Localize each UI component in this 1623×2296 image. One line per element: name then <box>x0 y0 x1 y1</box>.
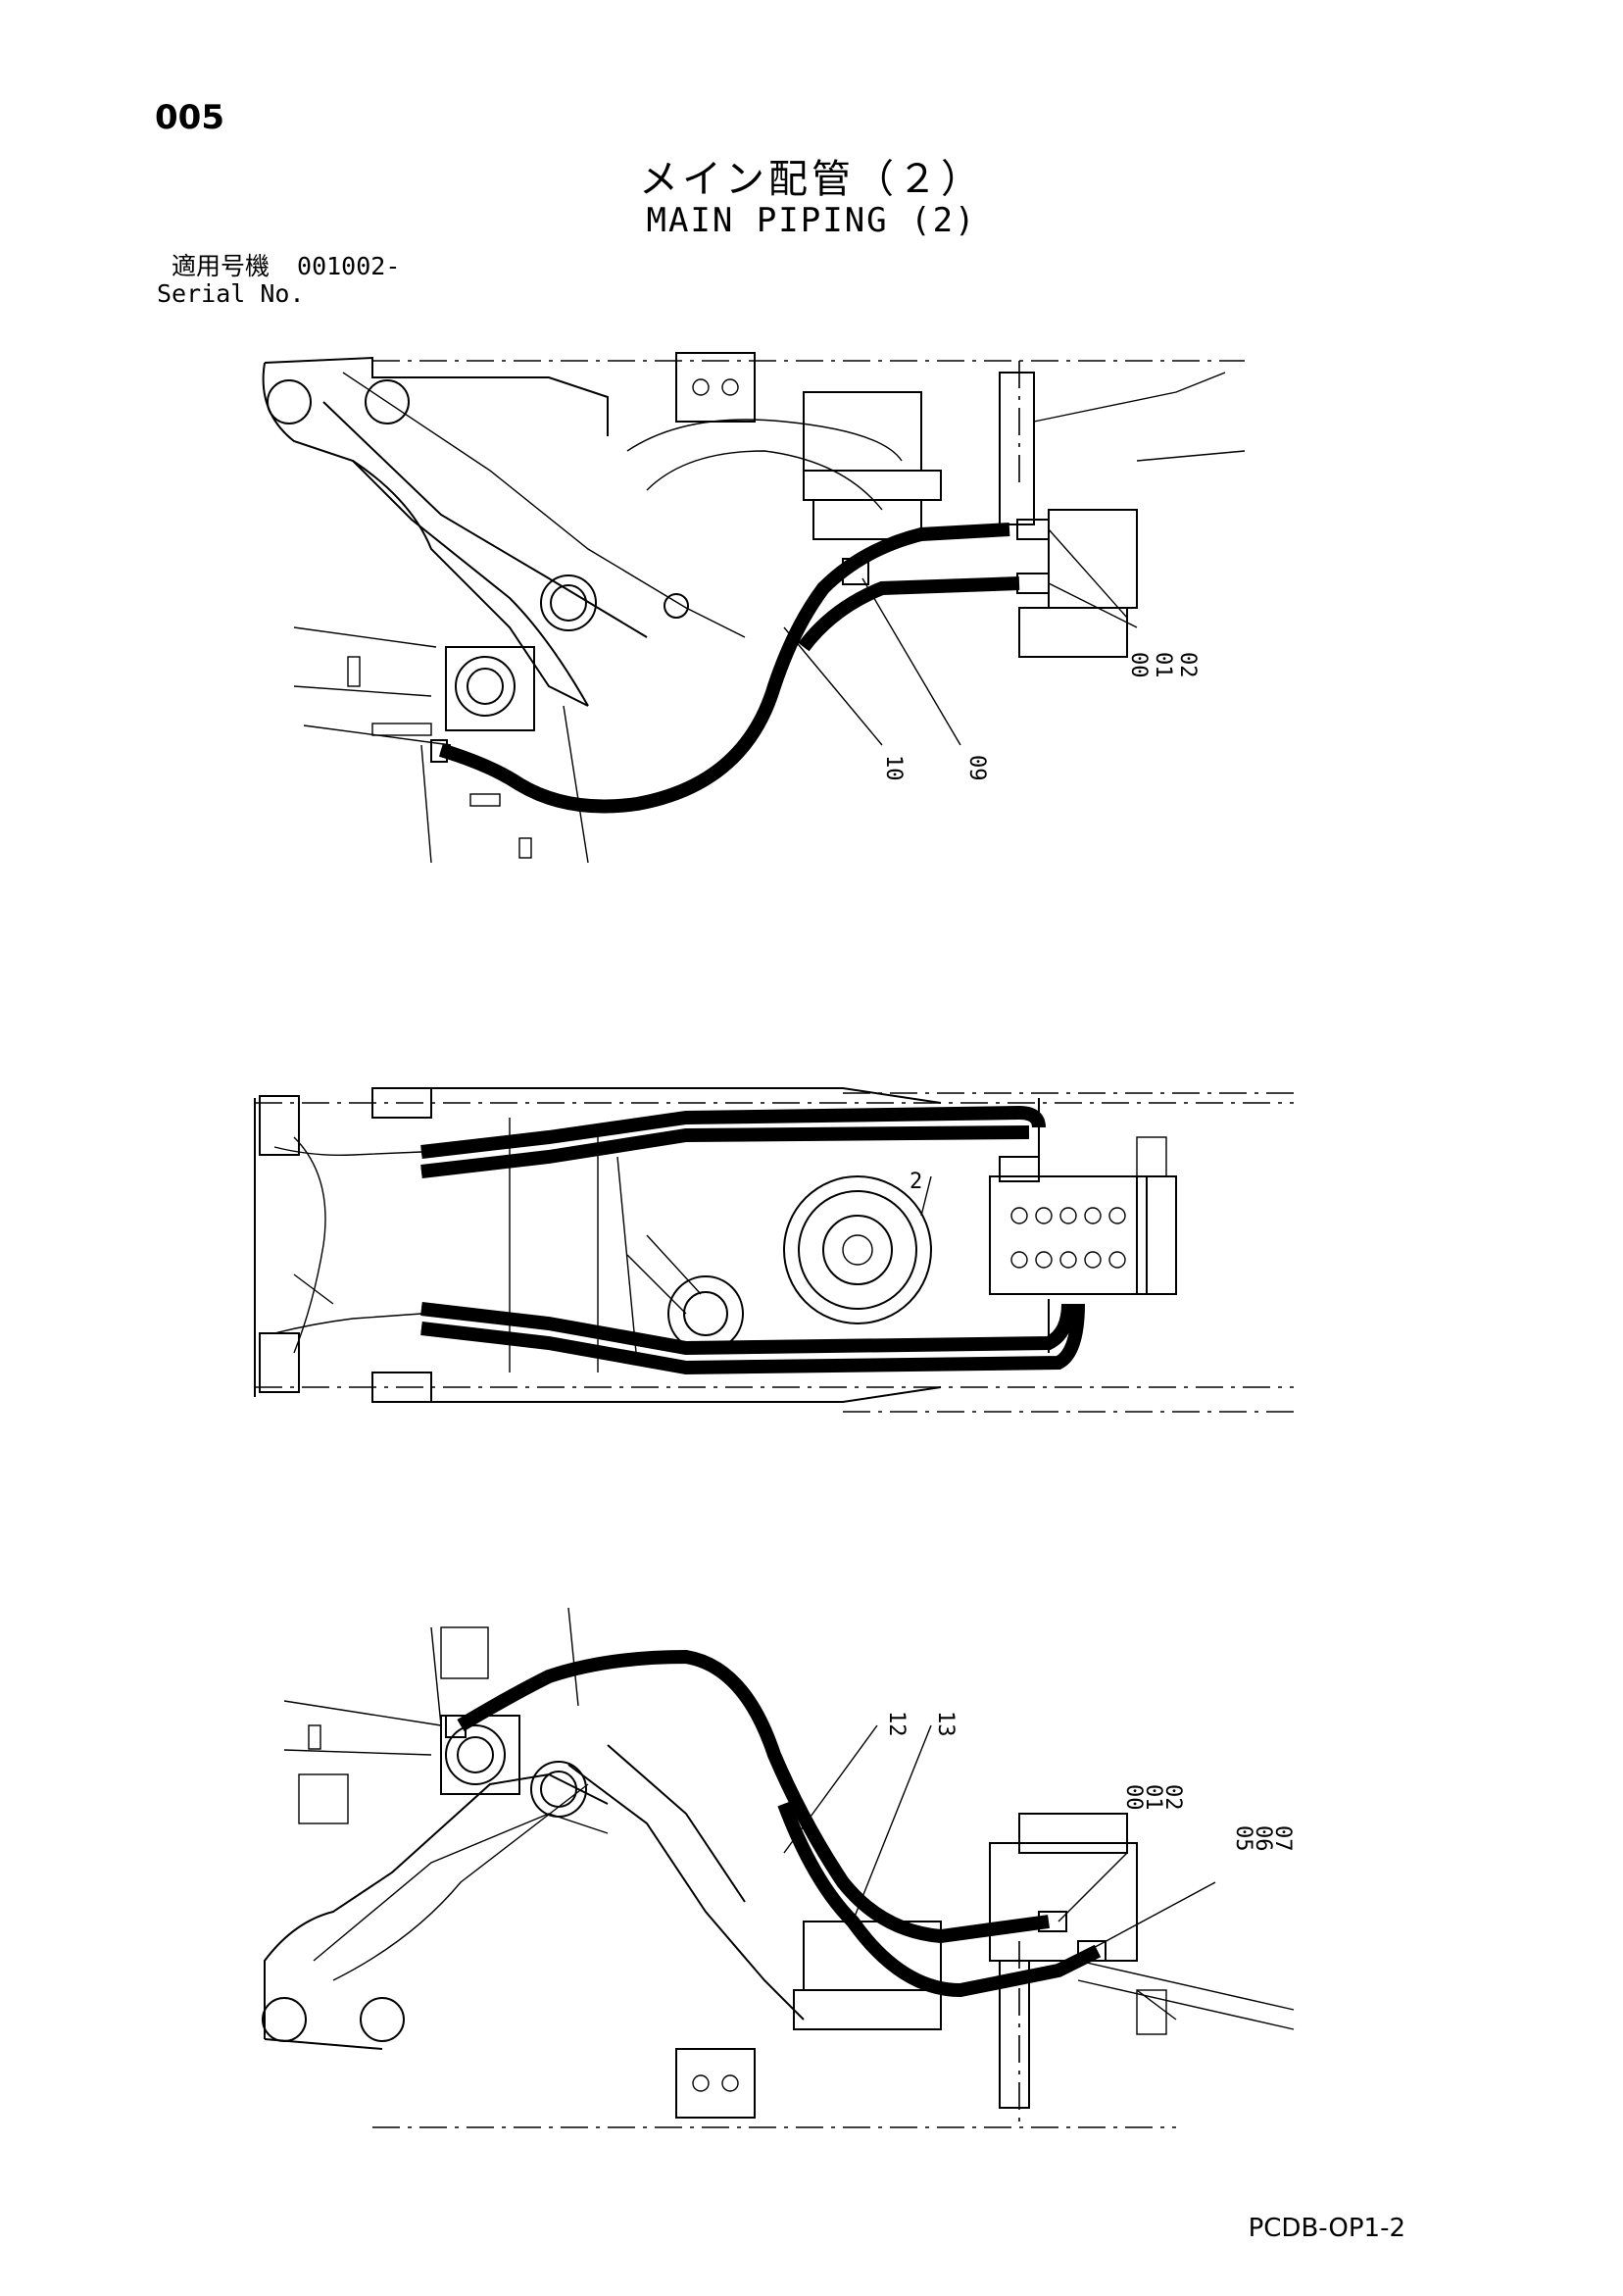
bottom-view <box>262 1607 1295 2128</box>
bottom-callout-06: 06 <box>1251 1825 1275 1852</box>
bottom-callout-00: 00 <box>1121 1784 1146 1811</box>
bottom-callout-01: 01 <box>1141 1784 1165 1811</box>
top-callout-10: 10 <box>881 755 906 781</box>
page-number: 005 <box>155 98 224 137</box>
title-english: MAIN PIPING (2) <box>646 201 977 240</box>
bottom-callout-07: 07 <box>1270 1825 1295 1852</box>
serial-row-ja: 適用号機 001002- <box>172 253 400 280</box>
serial-label-ja: 適用号機 <box>172 252 270 280</box>
serial-label-en: Serial No. <box>157 279 305 308</box>
bottom-callout-13: 13 <box>933 1711 958 1737</box>
serial-block: 適用号機 001002- Serial No. <box>157 253 400 308</box>
top-callout-09: 09 <box>964 755 989 781</box>
top-view <box>262 352 1246 864</box>
top-callout-01: 01 <box>1151 652 1175 678</box>
bottom-callout-12: 12 <box>884 1711 909 1737</box>
bottom-callout-02: 02 <box>1160 1784 1185 1811</box>
middle-view <box>254 1087 1294 1413</box>
footer-code: PCDB-OP1-2 <box>1248 2214 1405 2243</box>
middle-callout-2: 2 <box>910 1170 922 1194</box>
top-callout-00: 00 <box>1126 652 1151 678</box>
title-japanese: メイン配管（２） <box>639 157 984 202</box>
bottom-callout-05: 05 <box>1231 1825 1255 1852</box>
top-callout-02: 02 <box>1175 652 1200 678</box>
serial-value: 001002- <box>297 252 401 280</box>
